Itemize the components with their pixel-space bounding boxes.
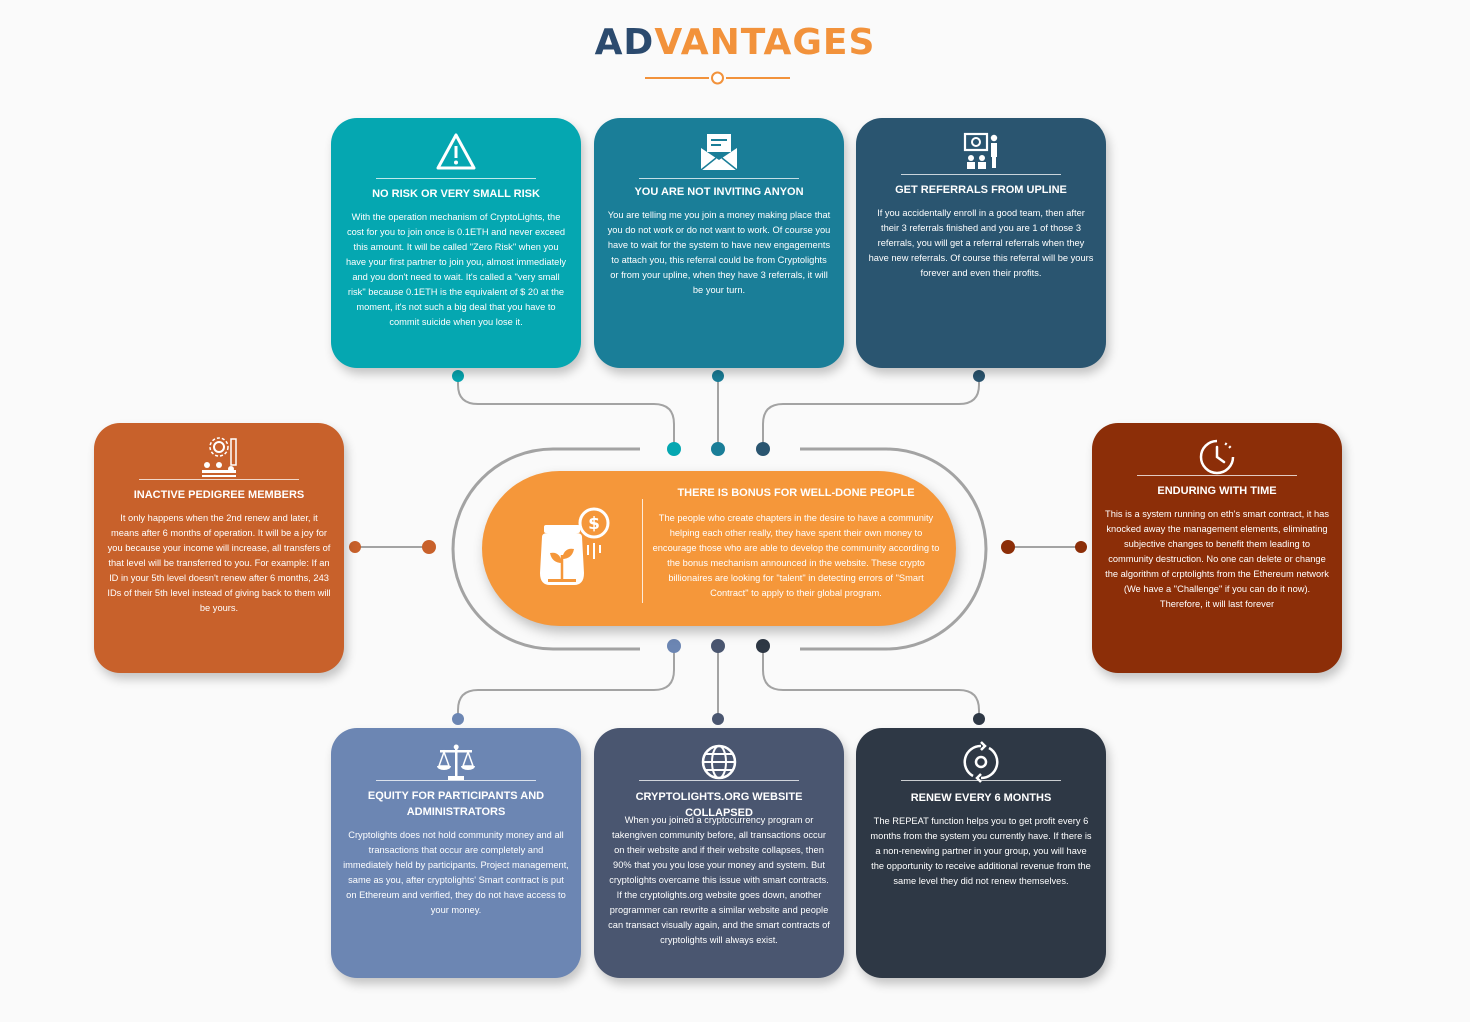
- card-title: YOU ARE NOT INVITING ANYON: [634, 186, 804, 198]
- plant-jar-dollar-icon: $: [530, 507, 616, 593]
- card-website-collapsed: CRYPTOLIGHTS.ORG WEBSITE COLLAPSED When …: [594, 728, 844, 978]
- team-network-icon: [94, 435, 344, 479]
- warning-icon: [331, 130, 581, 174]
- card-text: The REPEAT function helps you to get pro…: [870, 816, 1092, 886]
- card-text: If you accidentally enroll in a good tea…: [868, 208, 1094, 278]
- center-title: THERE IS BONUS FOR WELL-DONE PEOPLE: [677, 487, 915, 499]
- card-text: With the operation mechanism of CryptoLi…: [345, 212, 567, 327]
- svg-text:$: $: [588, 514, 600, 534]
- center-divider: [642, 499, 643, 603]
- refresh-icon: [856, 740, 1106, 784]
- card-equity: EQUITY FOR PARTICIPANTS AND ADMINISTRATO…: [331, 728, 581, 978]
- card-text: When you joined a cryptocurrency program…: [608, 815, 830, 945]
- card-text: You are telling me you join a money maki…: [607, 210, 831, 295]
- clock-icon: [1092, 435, 1342, 479]
- presentation-board-icon: [856, 130, 1106, 174]
- card-not-inviting: YOU ARE NOT INVITING ANYON You are telli…: [594, 118, 844, 368]
- envelope-letter-icon: [594, 130, 844, 174]
- card-inactive-pedigree: INACTIVE PEDIGREE MEMBERS It only happen…: [94, 423, 344, 673]
- card-text: Cryptolights does not hold community mon…: [343, 830, 569, 915]
- card-title: NO RISK OR VERY SMALL RISK: [372, 188, 540, 200]
- card-title: CRYPTOLIGHTS.ORG WEBSITE COLLAPSED: [635, 791, 803, 819]
- card-renew: RENEW EVERY 6 MONTHS The REPEAT function…: [856, 728, 1106, 978]
- card-enduring-time: ENDURING WITH TIME This is a system runn…: [1092, 423, 1342, 673]
- page-title: ADVANTAGES: [594, 22, 876, 63]
- scales-icon: [331, 740, 581, 784]
- globe-icon: [594, 740, 844, 784]
- card-title: INACTIVE PEDIGREE MEMBERS: [133, 489, 305, 501]
- card-title: GET REFERRALS FROM UPLINE: [895, 184, 1067, 196]
- card-title: ENDURING WITH TIME: [1157, 485, 1277, 497]
- center-text: The people who create chapters in the de…: [652, 513, 940, 598]
- card-text: It only happens when the 2nd renew and l…: [107, 513, 331, 613]
- center-bonus-panel: $ THERE IS BONUS FOR WELL-DONE PEOPLE Th…: [482, 471, 956, 626]
- card-title: EQUITY FOR PARTICIPANTS AND ADMINISTRATO…: [367, 790, 545, 818]
- card-text: This is a system running on eth's smart …: [1105, 509, 1329, 609]
- card-title: RENEW EVERY 6 MONTHS: [910, 792, 1052, 804]
- card-referrals-upline: GET REFERRALS FROM UPLINE If you acciden…: [856, 118, 1106, 368]
- card-no-risk: NO RISK OR VERY SMALL RISK With the oper…: [331, 118, 581, 368]
